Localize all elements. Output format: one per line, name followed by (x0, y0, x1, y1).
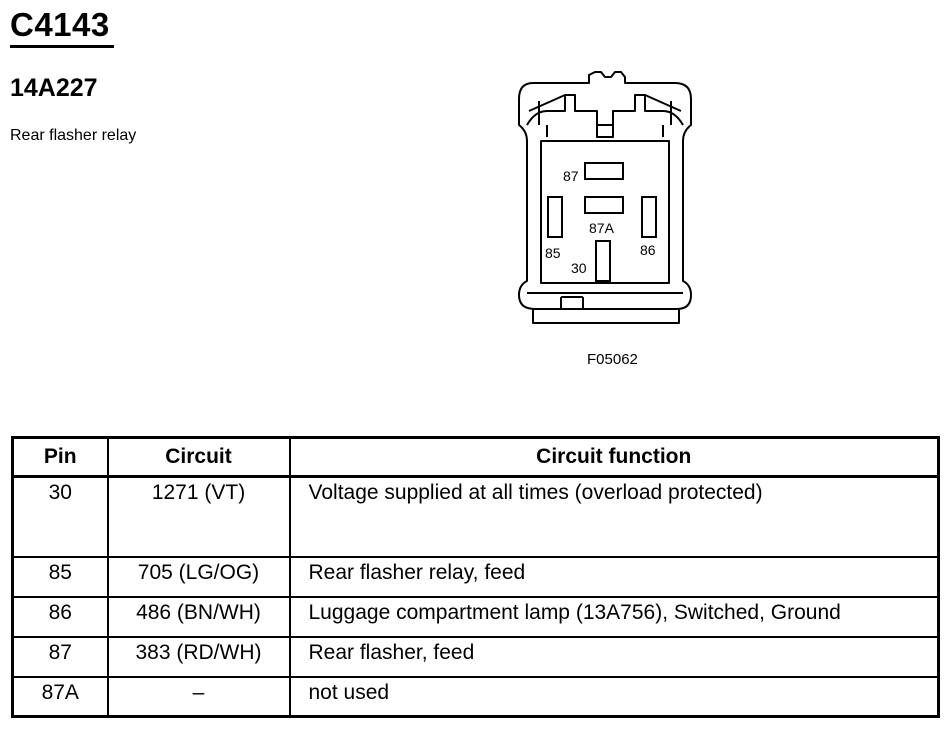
circuit-cell: – (106, 675, 291, 718)
pin-cell: 87A (11, 675, 109, 718)
circuit-cell: 486 (BN/WH) (106, 595, 291, 638)
circuit-cell: 705 (LG/OG) (106, 555, 291, 598)
terminal-30 (595, 240, 611, 282)
pin-cell: 30 (11, 475, 109, 558)
pin-label-86: 86 (640, 242, 656, 258)
part-number: 14A227 (10, 74, 98, 102)
terminal-87 (584, 162, 624, 180)
pin-cell: 87 (11, 635, 109, 678)
table-row: 87A – not used (11, 675, 940, 718)
column-header-function: Circuit function (288, 436, 940, 478)
pin-label-85: 85 (545, 245, 561, 261)
table-row: 85 705 (LG/OG) Rear flasher relay, feed (11, 555, 940, 598)
pin-cell: 85 (11, 555, 109, 598)
table-row: 86 486 (BN/WH) Luggage compartment lamp … (11, 595, 940, 638)
connector-title: C4143 (10, 6, 110, 43)
function-cell: Rear flasher relay, feed (288, 555, 940, 598)
pin-label-30: 30 (571, 260, 587, 276)
terminal-87A (584, 196, 624, 214)
circuit-cell: 383 (RD/WH) (106, 635, 291, 678)
pin-label-87A: 87A (589, 220, 615, 236)
function-cell: not used (288, 675, 940, 718)
table-header-row: Pin Circuit Circuit function (11, 436, 940, 478)
circuit-cell: 1271 (VT) (106, 475, 291, 558)
function-cell: Luggage compartment lamp (13A756), Switc… (288, 595, 940, 638)
column-header-circuit: Circuit (106, 436, 291, 478)
title-underline (10, 45, 114, 48)
function-cell: Rear flasher, feed (288, 635, 940, 678)
function-cell: Voltage supplied at all times (overload … (288, 475, 940, 558)
figure-id: F05062 (587, 351, 638, 368)
pin-table: Pin Circuit Circuit function 30 1271 (VT… (11, 436, 940, 718)
table-row: 30 1271 (VT) Voltage supplied at all tim… (11, 475, 940, 558)
connector-outline (518, 71, 692, 310)
pin-cell: 86 (11, 595, 109, 638)
terminal-85 (547, 196, 563, 238)
cavity-outline (540, 140, 670, 284)
terminal-86 (641, 196, 657, 238)
connector-description: Rear flasher relay (10, 127, 137, 144)
column-header-pin: Pin (11, 436, 109, 478)
pin-label-87: 87 (563, 168, 579, 184)
connector-diagram: 87 87A 85 86 30 (518, 71, 692, 324)
table-row: 87 383 (RD/WH) Rear flasher, feed (11, 635, 940, 678)
